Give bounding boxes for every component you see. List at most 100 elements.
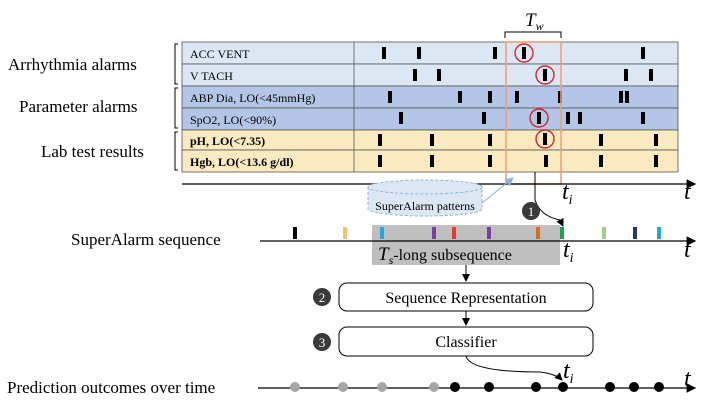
row-label-ph: pH, LO(<7.35)	[190, 134, 265, 148]
positive-prediction-dot	[558, 382, 568, 392]
alarm-marker	[413, 69, 417, 81]
positive-prediction-dot	[484, 382, 494, 392]
sequence-marker	[560, 227, 564, 239]
alarm-marker	[488, 134, 492, 146]
alarm-marker	[654, 134, 658, 146]
alarm-marker	[544, 155, 548, 167]
step2-badge	[313, 288, 331, 306]
alarm-marker	[458, 91, 462, 103]
highlighted-alarm-circles	[514, 43, 555, 149]
alarm-marker	[378, 155, 382, 167]
negative-prediction-dot	[338, 382, 348, 392]
group-bracket-arrhythmia	[174, 43, 178, 85]
step3-number: 3	[319, 335, 326, 350]
patterns-to-window-arrow	[481, 177, 514, 204]
alarm-marker	[493, 47, 497, 59]
sequence-marker	[657, 227, 661, 239]
group-bracket-lab	[174, 131, 178, 171]
positive-prediction-dot	[629, 382, 639, 392]
step1-badge	[522, 202, 540, 220]
alarm-marker	[522, 47, 526, 59]
alarm-table: Arrhythmia alarms Parameter alarms Lab t…	[8, 10, 679, 185]
arrhythmia-row-acc-vent	[181, 41, 679, 65]
alarm-marker	[558, 91, 562, 103]
superalarm-patterns-db: SuperAlarm patterns	[367, 179, 483, 217]
alarm-marker	[430, 155, 434, 167]
superalarm-sequence-label: SuperAlarm sequence	[71, 230, 221, 249]
alarm-marker	[399, 112, 403, 124]
alarm-marker	[654, 155, 658, 167]
positive-prediction-dot	[605, 382, 615, 392]
group-label-parameter: Parameter alarms	[19, 97, 137, 116]
sequence-marker	[293, 227, 297, 239]
alarm-marker	[599, 134, 603, 146]
outcome-axis-t-label: t	[684, 366, 692, 392]
sequence-marker	[602, 227, 606, 239]
row-label-abp: ABP Dia, LO(<45mmHg)	[190, 91, 315, 105]
sequence-marker	[432, 227, 436, 239]
sequence-ti-label: ti	[563, 237, 574, 266]
sequence-axis-t-label: t	[684, 237, 692, 263]
negative-prediction-dot	[377, 382, 387, 392]
alarm-marker	[482, 112, 486, 124]
prediction-outcomes-label: Prediction outcomes over time	[7, 378, 215, 397]
subsequence-label: Ts-long subsequence	[378, 244, 512, 267]
alarm-markers	[378, 47, 658, 167]
alarm-marker	[578, 112, 582, 124]
positive-prediction-dot	[531, 382, 541, 392]
sequence-marker	[487, 227, 491, 239]
positive-prediction-dot	[450, 382, 460, 392]
alarm-marker	[649, 69, 653, 81]
alarm-marker	[619, 91, 623, 103]
sequence-marker	[343, 227, 347, 239]
group-label-arrhythmia: Arrhythmia alarms	[8, 55, 137, 74]
sequence-marker	[452, 227, 456, 239]
window-ti-label: ti	[562, 179, 573, 208]
subsequence-box	[372, 225, 560, 265]
alarm-marker	[488, 155, 492, 167]
alarm-marker	[382, 47, 386, 59]
group-label-lab: Lab test results	[41, 142, 144, 161]
row-label-hgb: Hgb, LO(<13.6 g/dl)	[190, 155, 294, 169]
alarm-marker	[388, 91, 392, 103]
alarm-marker	[488, 91, 492, 103]
alarm-marker	[543, 133, 547, 145]
window-brace	[504, 31, 562, 38]
highlight-circle	[535, 129, 555, 149]
alarm-marker	[537, 112, 541, 124]
alarm-marker	[641, 47, 645, 59]
superalarm-patterns-label: SuperAlarm patterns	[375, 199, 475, 213]
positive-prediction-dot	[654, 382, 664, 392]
sequence-representation-label: Sequence Representation	[385, 290, 546, 307]
row-label-acc-vent: ACC VENT	[190, 47, 250, 61]
alarm-marker	[515, 91, 519, 103]
step2-number: 2	[319, 290, 326, 305]
step1-arrow	[534, 172, 564, 227]
alarm-marker	[624, 69, 628, 81]
group-bracket-parameter	[174, 87, 178, 129]
sequence-marker	[633, 227, 637, 239]
highlight-circle	[529, 108, 549, 128]
classifier-to-outcome-arrow	[465, 355, 563, 381]
outcome-ti-label: ti	[563, 358, 574, 387]
row-label-spo2: SpO2, LO(<90%)	[190, 113, 276, 127]
window-label: Tw	[525, 10, 544, 33]
classifier-label: Classifier	[435, 334, 497, 351]
sequence-markers	[293, 227, 661, 239]
negative-prediction-dot	[290, 382, 300, 392]
negative-prediction-dot	[429, 382, 439, 392]
alarm-marker	[625, 91, 629, 103]
alarm-marker	[599, 155, 603, 167]
alarm-marker	[417, 47, 421, 59]
raw-axis-t-label: t	[684, 179, 692, 205]
sequence-marker	[380, 227, 384, 239]
step3-badge	[313, 333, 331, 351]
alarm-marker	[430, 134, 434, 146]
step1-number: 1	[528, 204, 535, 219]
sequence-marker	[536, 227, 540, 239]
alarm-marker	[566, 112, 570, 124]
alarm-marker	[641, 112, 645, 124]
alarm-marker	[378, 134, 382, 146]
alarm-marker	[437, 69, 441, 81]
